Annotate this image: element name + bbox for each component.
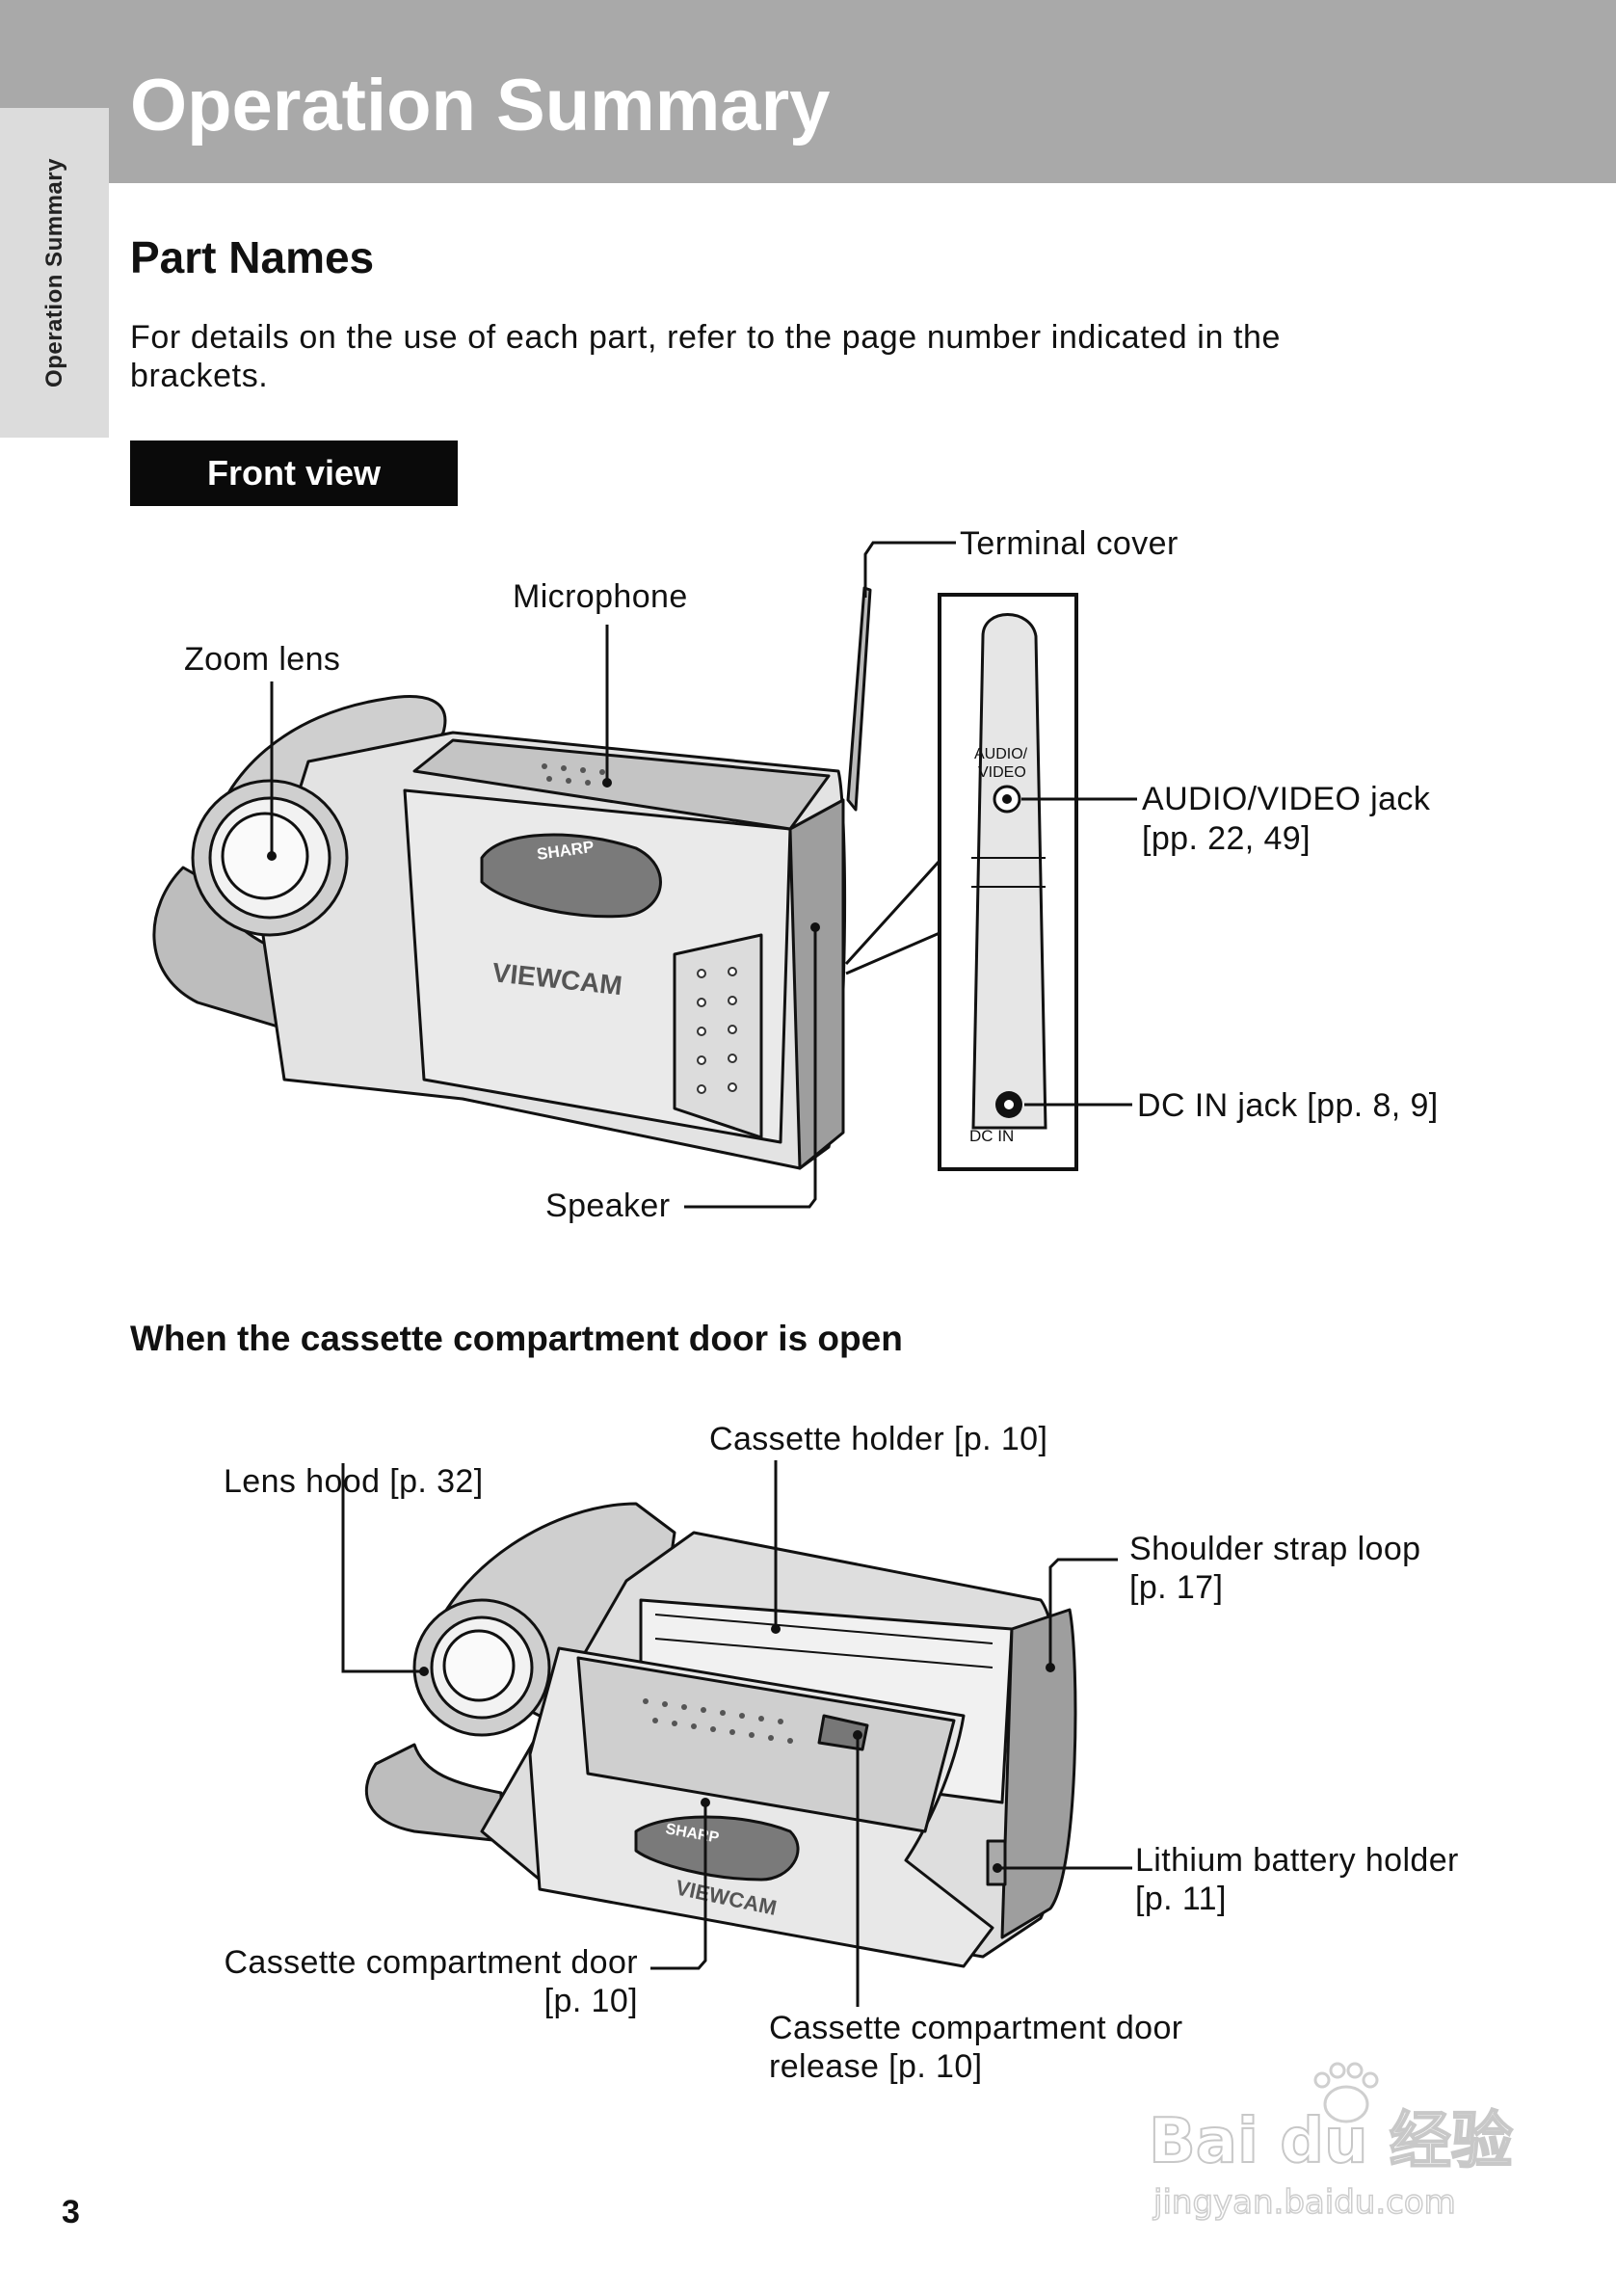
open-door-heading: When the cassette compartment door is op… xyxy=(130,1319,903,1358)
shoulder-strap-loop-leader xyxy=(1048,1558,1118,1668)
lens-glass xyxy=(221,812,309,900)
callout-door-page: [p. 10] xyxy=(543,1983,638,2019)
header-band xyxy=(0,0,1616,183)
speaker-leader xyxy=(684,927,817,1209)
front-view-illustration: SHARP VIEWCAM AUDIO/ VIDEO DC IN xyxy=(152,541,1137,1209)
inset-connector-line xyxy=(845,931,940,975)
section-title: Part Names xyxy=(130,232,375,282)
terminal-cover-flap xyxy=(846,586,872,812)
callout-speaker: Speaker xyxy=(545,1188,671,1224)
callout-lithium-battery-holder-page: [p. 11] xyxy=(1135,1881,1227,1917)
lithium-battery-holder-slot xyxy=(986,1839,1007,1886)
watermark-url: jingyan.baidu.com xyxy=(1152,2183,1456,2222)
intro-text: For details on the use of each part, ref… xyxy=(130,319,1282,394)
callout-microphone: Microphone xyxy=(513,578,688,615)
callout-dc-in-jack: DC IN jack [pp. 8, 9] xyxy=(1137,1087,1439,1124)
body-side xyxy=(1000,1608,1077,1939)
side-tab xyxy=(0,108,109,438)
callout-av-jack: AUDIO/VIDEO jack xyxy=(1142,781,1431,817)
callout-door-release-page: release [p. 10] xyxy=(769,2048,983,2085)
callout-lens-hood: Lens hood [p. 32] xyxy=(224,1463,484,1500)
door-grill-dots xyxy=(643,1698,793,1744)
callout-lithium-battery-holder: Lithium battery holder xyxy=(1135,1842,1459,1879)
door-inner-panel xyxy=(576,1656,956,1833)
camera-open-drawing xyxy=(365,1502,1077,1968)
paw-icon xyxy=(1313,2062,1379,2123)
callout-zoom-lens: Zoom lens xyxy=(184,641,341,678)
lens-hood-leader xyxy=(341,1463,424,1673)
av-port-label-1: AUDIO/ xyxy=(974,746,1028,762)
callout-shoulder-strap-loop-page: [p. 17] xyxy=(1129,1569,1224,1606)
front-view-label: Front view xyxy=(206,453,382,493)
brand-badge xyxy=(480,833,662,919)
baidu-watermark: Bai du 经验 jingyan.baidu.com xyxy=(1149,2062,1514,2223)
hand-grip xyxy=(365,1743,503,1843)
callout-av-jack-pages: [pp. 22, 49] xyxy=(1142,820,1311,857)
callout-shoulder-strap-loop: Shoulder strap loop xyxy=(1129,1531,1421,1567)
callout-door-release: Cassette compartment door xyxy=(769,2010,1183,2046)
dc-in-jack-pin xyxy=(1004,1100,1014,1109)
speaker-holes xyxy=(697,967,737,1094)
dc-port-label: DC IN xyxy=(969,1127,1014,1145)
brand-badge xyxy=(634,1815,800,1882)
door-release-latch xyxy=(817,1714,869,1751)
av-port-label-2: VIDEO xyxy=(978,764,1026,781)
door-leader xyxy=(650,1802,707,1970)
lens-glass xyxy=(442,1629,516,1702)
speaker-plate xyxy=(673,933,763,1139)
callout-terminal-cover: Terminal cover xyxy=(960,525,1179,562)
watermark-logo-text: Bai du 经验 xyxy=(1149,2106,1513,2177)
inset-connector-line xyxy=(844,859,941,966)
front-view-banner xyxy=(130,441,458,506)
page-title: Operation Summary xyxy=(130,65,831,147)
av-jack-pin xyxy=(1002,794,1012,804)
page-number: 3 xyxy=(62,2194,80,2230)
top-deck xyxy=(412,738,831,831)
callout-door: Cassette compartment door xyxy=(224,1944,638,1981)
callout-cassette-holder: Cassette holder [p. 10] xyxy=(709,1421,1048,1457)
terminal-cover-leader xyxy=(863,541,956,598)
